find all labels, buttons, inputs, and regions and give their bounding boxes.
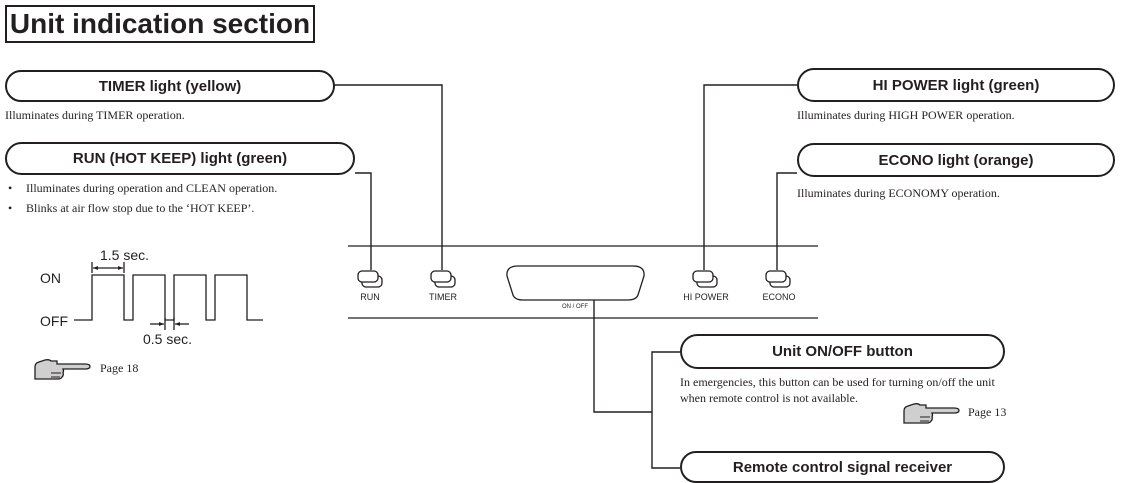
run-light-callout: RUN (HOT KEEP) light (green) [5,142,355,175]
onoff-leader-line [593,297,652,413]
econo-leader-line [776,172,797,270]
pointing-hand-icon [33,357,93,381]
gap-label: 0.5 sec. [143,331,193,347]
receiver-callout: Remote control signal receiver [680,451,1005,483]
onoff-page-ref[interactable]: Page 13 [968,405,1007,419]
run-page-ref[interactable]: Page 18 [100,361,139,375]
onoff-description-line1: In emergencies, this button can be used … [680,375,995,389]
run-light-bullets: •Illuminates during operation and CLEAN … [8,181,338,215]
econo-light-callout: ECONO light (orange) [797,143,1115,177]
timer-lamp [430,270,456,288]
receiver-leader-line [651,351,680,469]
panel-run-label: RUN [360,292,380,302]
onoff-description-line2: when remote control is not available. [680,391,858,405]
timer-light-callout: TIMER light (yellow) [5,70,335,102]
hipower-light-description: Illuminates during HIGH POWER operation. [797,108,1015,122]
panel-econo-label: ECONO [762,292,796,302]
run-bullet-1: •Illuminates during operation and CLEAN … [8,181,278,195]
on-label: ON [40,270,61,286]
panel-timer-label: TIMER [429,292,457,302]
hipower-light-callout: HI POWER light (green) [797,68,1115,102]
econo-lamp [765,270,791,288]
panel-hipower-label: HI POWER [683,292,729,302]
hipower-leader-line [703,84,797,270]
hipower-lamp [692,270,718,288]
onoff-receiver-window [506,265,645,301]
panel-onoff-label: ON / OFF [562,304,588,310]
period-label: 1.5 sec. [100,247,150,263]
blink-waveform [74,262,263,330]
off-label: OFF [40,313,68,329]
timer-leader-line [333,84,443,270]
run-bullet-2: •Blinks at air flow stop due to the ‘HOT… [8,201,255,215]
timer-light-description: Illuminates during TIMER operation. [5,108,185,122]
econo-light-description: Illuminates during ECONOMY operation. [797,186,1000,200]
run-lamp [357,270,383,288]
pointing-hand-icon [902,401,962,425]
onoff-button-callout: Unit ON/OFF button [680,334,1005,369]
run-leader-line [355,172,372,270]
section-title: Unit indication section [5,5,315,43]
